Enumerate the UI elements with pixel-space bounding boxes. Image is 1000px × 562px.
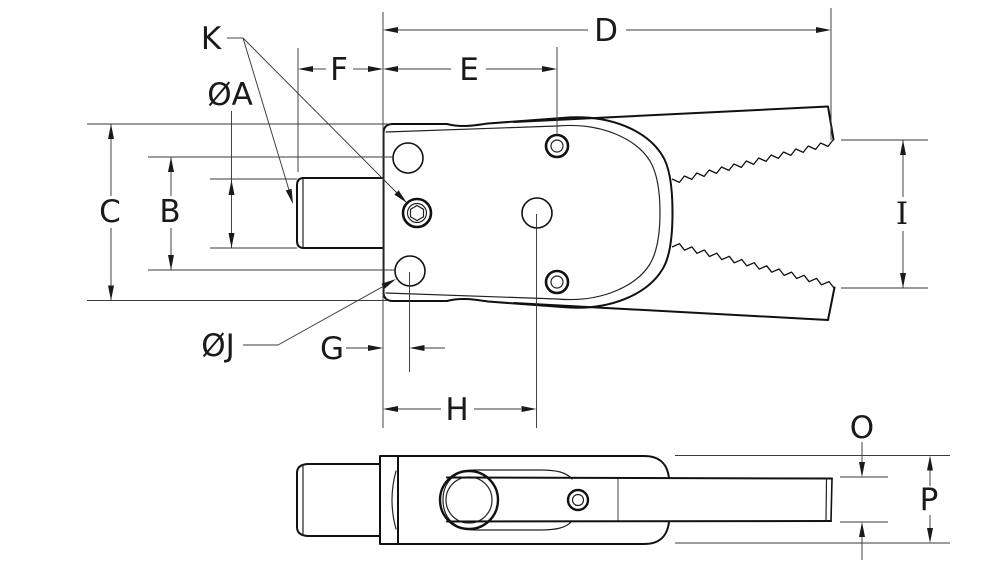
lower-jaw-outer-edge [513, 286, 836, 321]
top-view [296, 105, 836, 321]
upper-jaw [513, 105, 835, 184]
arrowhead [927, 455, 933, 471]
dim-label-p: P [920, 482, 939, 518]
leader-k-2 [242, 37, 398, 194]
dim-label-b: B [159, 194, 180, 230]
arrowhead [228, 233, 235, 248]
side-screw [566, 488, 590, 512]
arrowhead [816, 27, 831, 33]
dim-label-c: C [99, 194, 121, 230]
bar-bottom-edge [446, 520, 832, 523]
arrowhead [168, 157, 174, 172]
dim-label-d: D [594, 13, 618, 49]
screw-inner-ring [406, 202, 428, 224]
bar-top-edge [446, 476, 833, 480]
arrowhead [383, 27, 398, 33]
arrowhead [900, 273, 906, 288]
dimension-labels: K ØA F E D C B I ØJ G H O P [99, 13, 938, 518]
side-shank-block [296, 463, 381, 537]
leader-k-1 [242, 37, 290, 191]
shank-outline [296, 463, 381, 537]
hex-socket-screw-left [401, 197, 433, 229]
dim-label-g: G [320, 331, 344, 367]
screw-inner-ring [571, 493, 585, 507]
side-body [379, 455, 670, 545]
upper-jaw-serration [671, 139, 834, 184]
dim-label-dia-a: ØA [207, 77, 253, 113]
lower-jaw [513, 243, 836, 321]
dim-label-e: E [459, 52, 479, 88]
arrowhead [383, 66, 398, 72]
arrowhead [168, 255, 174, 270]
mounting-boss [296, 177, 384, 249]
gripper-body-inner-contour [385, 124, 661, 301]
arrowhead [368, 66, 383, 72]
arrowhead [409, 345, 425, 351]
dimension-lines [87, 8, 950, 560]
screw-outer-ring [544, 269, 570, 295]
dim-label-o: O [850, 410, 874, 446]
arrowhead [298, 66, 313, 72]
screw-outer-ring [566, 488, 590, 512]
arrowhead [285, 188, 293, 204]
arrowhead [521, 406, 537, 412]
arrowhead [927, 528, 933, 543]
dim-label-dia-j: ØJ [201, 328, 235, 364]
arrowhead [383, 406, 398, 412]
hole-top-left [392, 142, 424, 174]
gripper-body-outline [382, 116, 674, 309]
screw-inner-ring [550, 139, 564, 153]
center-hole [521, 197, 553, 229]
arrowhead [368, 345, 383, 351]
boss-outline [296, 177, 384, 249]
screw-bottom-right [544, 269, 570, 295]
side-clevis-contour [442, 469, 573, 531]
arrowhead [228, 180, 235, 195]
upper-jaw-outer-edge [513, 105, 835, 141]
side-collar-arc [391, 470, 397, 530]
side-body-outline [379, 455, 670, 545]
bar-tip-edge [830, 477, 833, 522]
hole-bottom-left [394, 255, 426, 287]
arrowhead [542, 66, 557, 72]
arrowhead [108, 285, 114, 301]
screw-hex-socket [409, 204, 425, 222]
side-jaw-bar [446, 476, 833, 523]
dim-label-f: F [330, 52, 348, 88]
screw-inner-ring [550, 275, 564, 289]
arrowhead [108, 124, 114, 139]
arrowhead [859, 462, 865, 477]
dim-label-i: I [896, 196, 908, 232]
arrowhead [859, 522, 865, 537]
bar-tip-inner-edge [825, 477, 828, 522]
leader-j [277, 286, 384, 346]
arrowhead [394, 190, 407, 203]
pivot-outer-circle [438, 469, 500, 531]
dim-label-k: K [201, 21, 222, 57]
arrowhead [900, 140, 906, 155]
lower-jaw-serration [671, 243, 835, 289]
arrowhead [381, 279, 396, 289]
side-view [296, 455, 833, 545]
screw-outer-ring [401, 197, 433, 229]
dim-label-h: H [445, 392, 468, 428]
